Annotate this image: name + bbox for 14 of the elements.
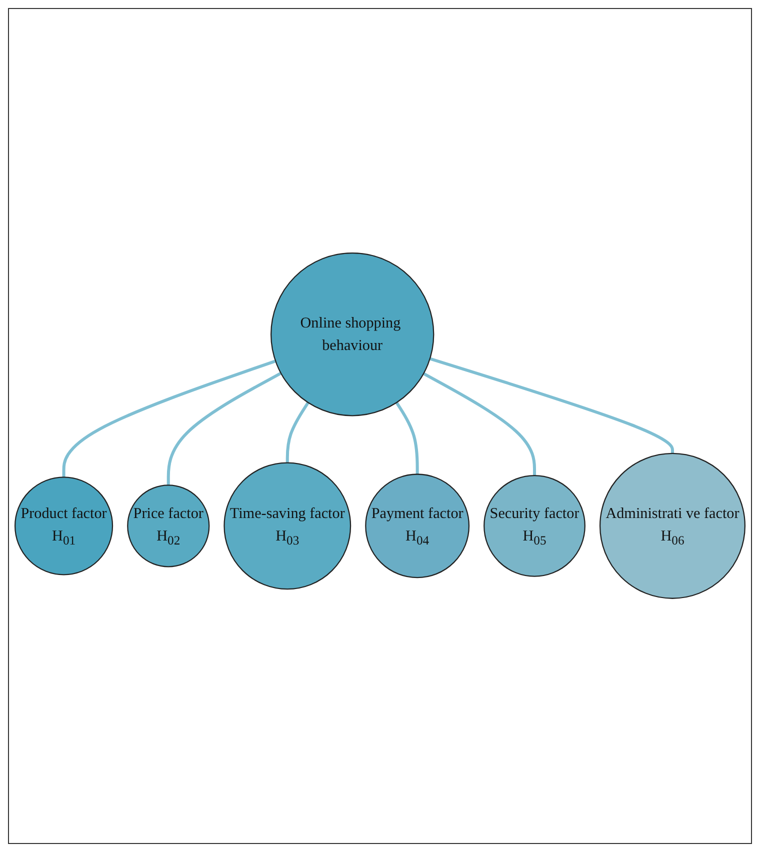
connector bbox=[166, 372, 282, 486]
connector bbox=[395, 402, 419, 475]
node-circle bbox=[599, 453, 746, 600]
node-circle bbox=[14, 476, 114, 576]
node-circle bbox=[224, 462, 352, 590]
connector bbox=[62, 360, 276, 478]
node-circle bbox=[365, 474, 470, 578]
diagram-frame: Product factor H$_{01}$ Administrati ve factor H$_{06}$ Price factor H$_{02}$ Online shopping behaviour Security factor H$_{05}$ Time-saving factor H$_{03}$ Payment factor H$_{04}$ bbox=[8, 8, 752, 844]
connector bbox=[422, 372, 536, 476]
node-circle bbox=[270, 252, 434, 416]
node-circle bbox=[127, 484, 210, 568]
node-circle bbox=[484, 475, 586, 578]
connector bbox=[429, 357, 674, 454]
connector bbox=[286, 402, 310, 464]
